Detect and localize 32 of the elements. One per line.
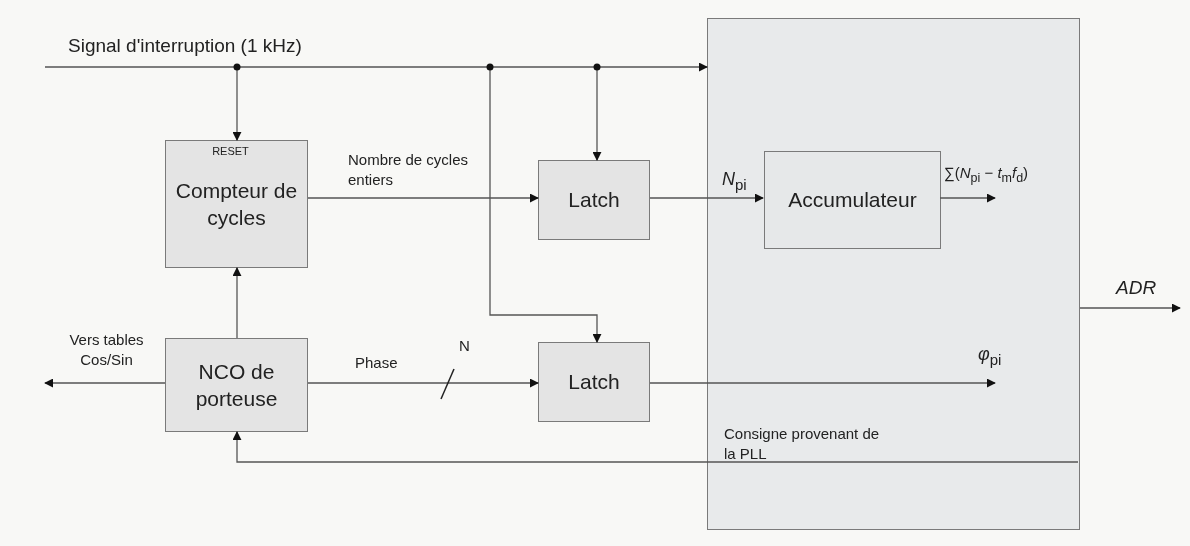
edge-label: Phase (355, 353, 398, 373)
accumulator-block (764, 151, 941, 249)
arrow (44, 378, 166, 388)
block-label: NCO de porteuse (194, 358, 279, 412)
arrow (232, 431, 1079, 463)
edge-label: N$_{pi}$ (722, 168, 747, 195)
arrow (649, 193, 764, 203)
arrow (1079, 303, 1181, 313)
oscillator-block (165, 338, 308, 432)
arrow (939, 193, 996, 203)
edge-label: ADR (1116, 276, 1157, 300)
pin-label: RESET (211, 145, 250, 157)
block-label: Accumulateur (788, 187, 917, 214)
latch-block (538, 342, 650, 422)
arrow (649, 378, 996, 388)
edge-label: Signal d'interruption (1 kHz) (68, 34, 302, 58)
edge-label: Nombre de cycles entiers (348, 150, 470, 189)
edge-label: φ$_{pi}$ (978, 343, 1002, 370)
bus-width-label: N (459, 337, 470, 354)
latch-block (538, 160, 650, 240)
block-label: Latch (568, 187, 620, 214)
block-label: Latch (568, 369, 620, 396)
edge-label: Vers tables Cos/Sin (68, 330, 145, 369)
panel (707, 18, 1080, 530)
arrow (307, 378, 539, 388)
edge-label: Consigne provenant de la PLL (724, 424, 881, 463)
edge-label: ∑(N$_{pi}$ − t$_{m}$f$_{d}$) (944, 163, 1029, 187)
arrow (232, 267, 242, 339)
counter-block (165, 140, 308, 268)
block-label: Compteur de cycles (174, 177, 299, 231)
arrow (44, 62, 708, 72)
arrow (307, 193, 539, 203)
